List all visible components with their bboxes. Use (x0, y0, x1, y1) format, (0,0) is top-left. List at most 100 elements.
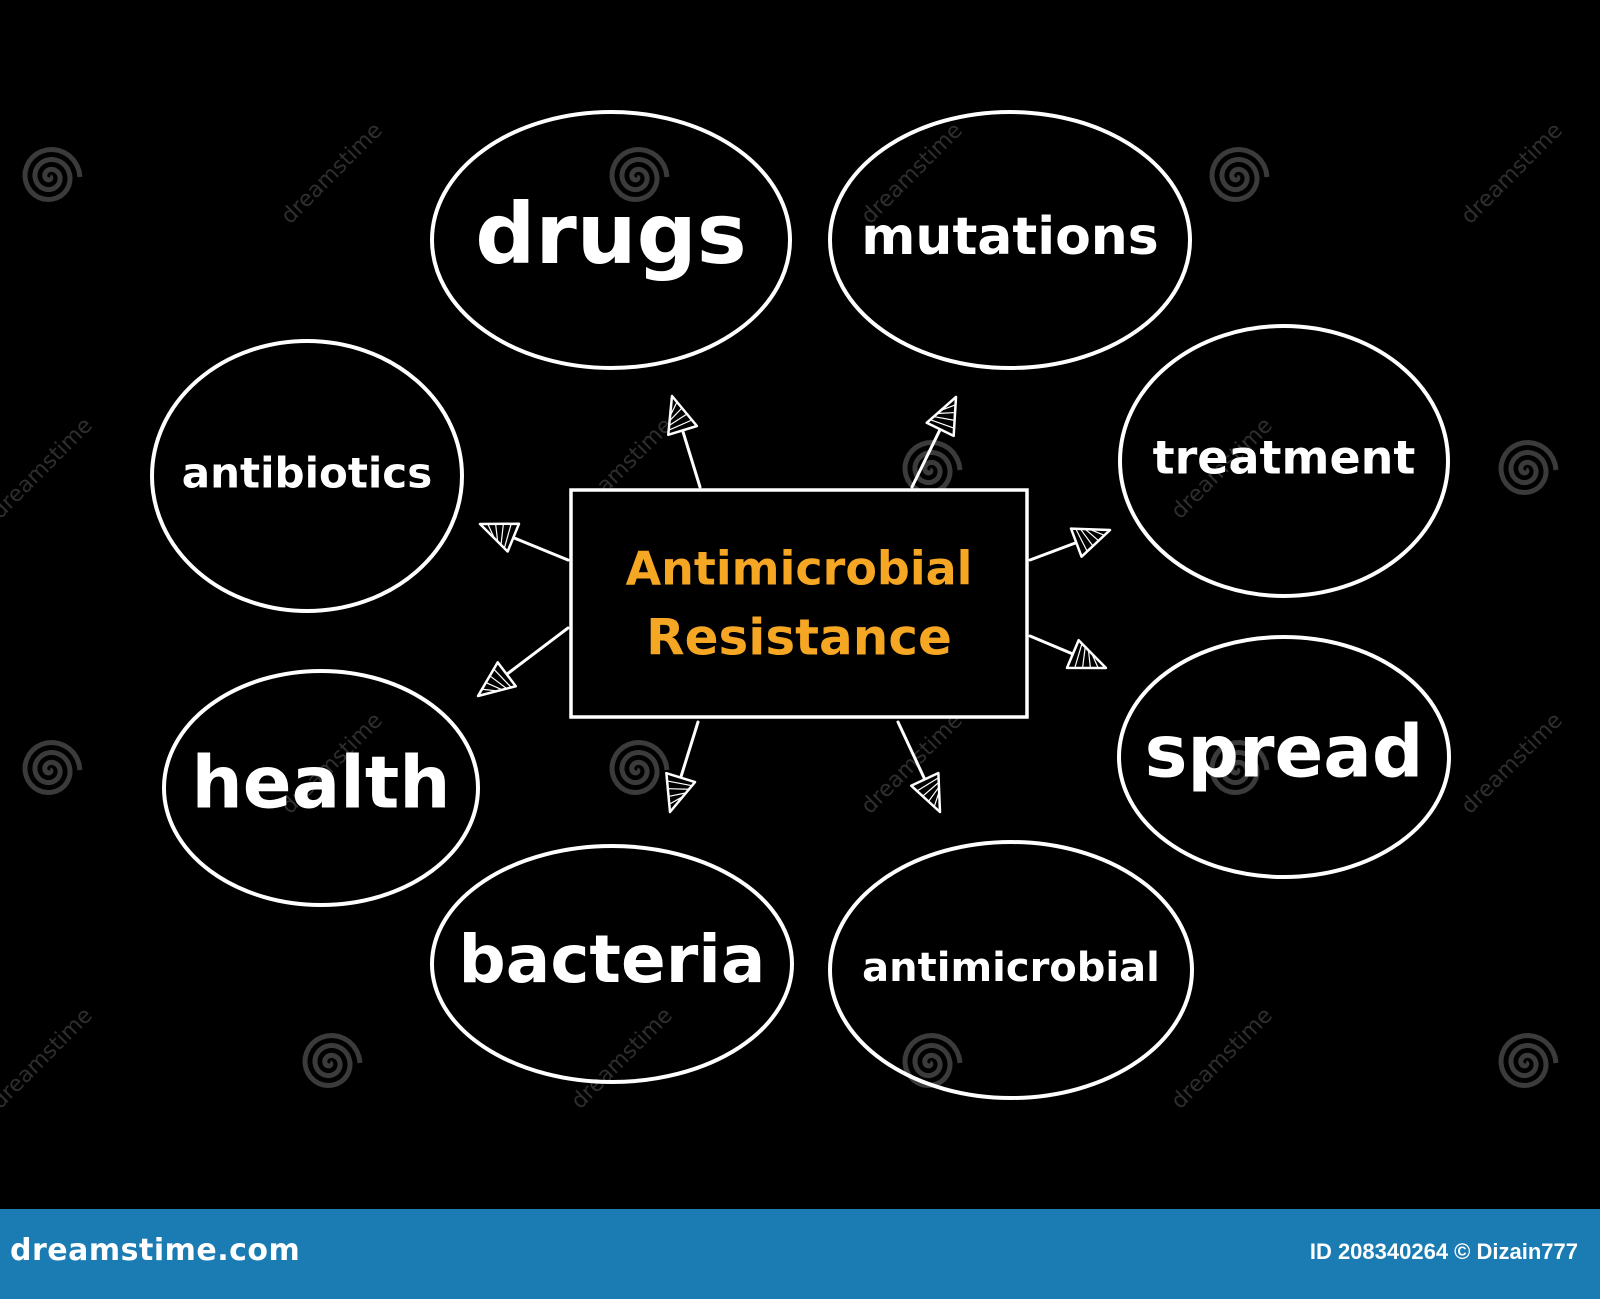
arrow-to-antibiotics (478, 522, 570, 562)
node-antimicrobial: antimicrobial (828, 840, 1194, 1100)
dreamstime-spiral-icon (302, 1032, 363, 1089)
arrow-hatch (493, 668, 512, 688)
arrow-shaft (1028, 541, 1078, 562)
dreamstime-spiral-icon (902, 1032, 963, 1089)
arrow-shaft (910, 427, 942, 489)
arrow-shaft (511, 536, 570, 562)
arrow-hatch (668, 792, 687, 798)
arrow-hatch (666, 780, 693, 787)
node-treatment-ellipse (1118, 324, 1450, 598)
arrow-hatch (933, 415, 955, 421)
arrow-hatch (500, 523, 504, 545)
dreamstime-spiral-icon (609, 739, 670, 796)
arrowhead-icon (665, 771, 697, 814)
arrow-hatch (1082, 646, 1086, 668)
node-antibiotics-label: antibiotics (182, 449, 432, 498)
center-node: Antimicrobial Resistance (569, 488, 1029, 719)
node-treatment: treatment (1118, 324, 1450, 598)
arrow-hatch (495, 523, 499, 542)
node-mutations: mutations (828, 110, 1192, 370)
arrow-hatch (481, 688, 498, 692)
center-title-line1: Antimicrobial (626, 542, 973, 596)
dreamstime-spiral-icon (609, 146, 670, 203)
arrow-hatch (922, 781, 940, 797)
arrow-hatch (667, 788, 690, 790)
node-drugs: drugs (430, 110, 792, 370)
arrow-hatch (1084, 528, 1100, 542)
arrow-hatch (930, 419, 955, 429)
arrow-shaft (681, 428, 702, 489)
arrow-to-health (476, 626, 570, 698)
arrow-hatch (485, 681, 503, 691)
watermark-text: dreamstime (0, 413, 98, 524)
node-health: health (162, 669, 480, 907)
center-title-line2: Resistance (646, 609, 952, 667)
dreamstime-spiral-icon (1498, 1032, 1559, 1089)
arrow-hatch (1074, 643, 1083, 669)
dreamstime-spiral-icon (22, 739, 83, 796)
dreamstime-spiral-icon (1498, 439, 1559, 496)
watermark-text: dreamstime (1167, 1003, 1278, 1114)
arrow-hatch (933, 791, 940, 807)
node-antibiotics: antibiotics (150, 339, 464, 613)
arrow-shaft (505, 626, 570, 676)
arrow-shaft (679, 720, 700, 780)
node-antimicrobial-label: antimicrobial (862, 945, 1160, 991)
dreamstime-spiral-icon (1209, 739, 1270, 796)
arrow-hatch (1075, 528, 1088, 552)
node-health-ellipse (162, 669, 480, 907)
watermark-text: dreamstime (1457, 708, 1568, 819)
arrow-hatch (916, 777, 939, 792)
footer-credit: ID 208340264 © Dizain777 (1309, 1239, 1578, 1264)
arrow-layer (476, 394, 1112, 814)
node-mutations-label: mutations (861, 207, 1159, 267)
center-box (569, 488, 1029, 719)
node-layer: drugs mutations antibiotics treatment he… (150, 110, 1451, 1100)
watermark-text: dreamstime (0, 1003, 98, 1114)
arrow-hatch (1079, 528, 1094, 547)
arrow-hatch (487, 523, 495, 539)
node-spread-ellipse (1117, 635, 1451, 879)
node-drugs-ellipse (430, 110, 792, 370)
arrow-hatch (1091, 653, 1099, 669)
dreamstime-spiral-icon (22, 146, 83, 203)
arrow-hatch (503, 523, 512, 549)
node-spread-label: spread (1145, 710, 1424, 794)
arrow-hatch (1089, 528, 1105, 536)
arrow-hatch (489, 675, 508, 690)
watermark-text: dreamstime (857, 708, 968, 819)
node-mutations-ellipse (828, 110, 1192, 370)
arrow-to-mutations (910, 395, 958, 489)
arrow-to-treatment (1028, 527, 1112, 562)
arrow-shaft (896, 720, 927, 781)
arrow-hatch (669, 407, 683, 422)
arrow-hatch (940, 404, 956, 411)
arrow-to-drugs (667, 394, 702, 489)
footer-bar: dreamstime.com ID 208340264 © Dizain777 (0, 1209, 1600, 1299)
arrow-hatch (1087, 650, 1091, 669)
watermark-text: dreamstime (567, 1003, 678, 1114)
arrow-hatch (669, 401, 678, 417)
node-bacteria-label: bacteria (459, 921, 766, 998)
arrow-hatch (927, 786, 940, 802)
node-antibiotics-ellipse (150, 339, 464, 613)
dreamstime-spiral-icon (902, 439, 963, 496)
arrow-shaft (1028, 634, 1075, 656)
node-antimicrobial-ellipse (828, 840, 1194, 1100)
node-treatment-label: treatment (1153, 431, 1416, 485)
node-health-label: health (191, 741, 450, 825)
arrow-hatch (668, 419, 693, 431)
node-bacteria: bacteria (430, 844, 794, 1084)
arrowhead-icon (925, 395, 958, 438)
arrow-to-bacteria (665, 720, 700, 814)
footer-brand[interactable]: dreamstime.com (10, 1233, 301, 1268)
arrow-to-spread (1028, 634, 1108, 670)
mind-map: dreamstime dreamstime dreamstime dreamstime… (0, 110, 1568, 1114)
arrow-hatch (668, 795, 684, 805)
dreamstime-spiral-icon (1209, 146, 1270, 203)
watermark-text: dreamstime (1457, 118, 1568, 229)
node-bacteria-ellipse (430, 844, 794, 1084)
diagram-canvas: dreamstime dreamstime dreamstime dreamstime… (0, 110, 1568, 1115)
arrowhead-icon (1065, 638, 1108, 670)
node-spread: spread (1117, 635, 1451, 879)
